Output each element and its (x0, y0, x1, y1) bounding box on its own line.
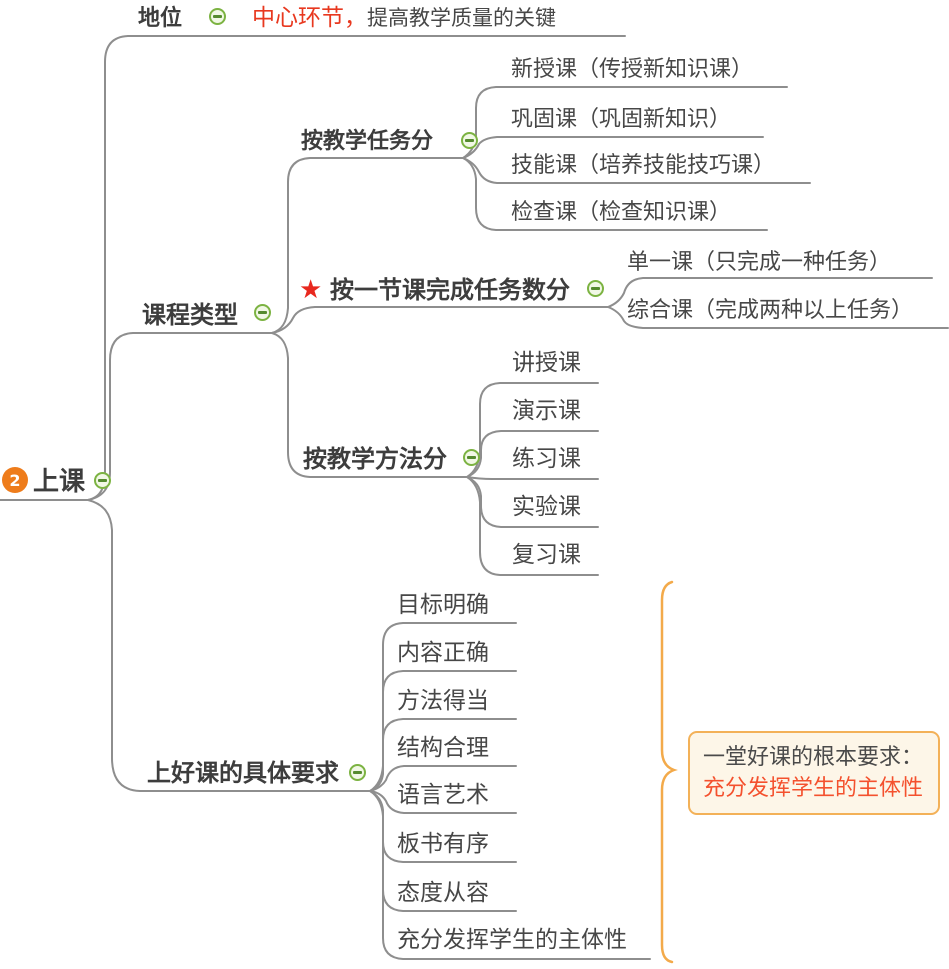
leaf-node[interactable]: 结构合理 (397, 735, 489, 761)
summary-note-highlight: 充分发挥学生的主体性 (703, 776, 924, 801)
collapse-icon[interactable] (254, 304, 271, 321)
node-position-value[interactable]: 中心环节，提高教学质量的关键 (252, 2, 556, 36)
leaf-node[interactable]: 方法得当 (397, 688, 489, 714)
leaf-node[interactable]: 目标明确 (397, 592, 489, 618)
leaf-node[interactable]: 讲授课 (512, 350, 581, 376)
node-requirements-label[interactable]: 上好课的具体要求 (147, 759, 339, 787)
leaf-node[interactable]: 复习课 (512, 542, 581, 568)
leaf-node[interactable]: 语言艺术 (397, 782, 489, 808)
root-node-label[interactable]: 上课 (33, 467, 86, 497)
leaf-node[interactable]: 板书有序 (397, 831, 489, 857)
leaf-node[interactable]: 内容正确 (397, 640, 489, 666)
leaf-node[interactable]: 综合课（完成两种以上任务） (627, 298, 914, 323)
leaf-node[interactable]: 态度从容 (397, 880, 489, 906)
collapse-icon[interactable] (349, 764, 366, 781)
collapse-icon[interactable] (461, 132, 478, 149)
leaf-node[interactable]: 技能课（培养技能技巧课） (511, 153, 776, 178)
collapse-icon[interactable] (209, 8, 226, 25)
leaf-node[interactable]: 演示课 (512, 398, 581, 424)
leaf-node[interactable]: 巩固课（巩固新知识） (511, 107, 732, 132)
position-rest-text: 提高教学质量的关键 (367, 6, 556, 30)
collapse-icon[interactable] (94, 472, 111, 489)
root-number-badge: 2 (2, 467, 28, 493)
leaf-node[interactable]: 新授课（传授新知识课） (511, 57, 754, 82)
summary-brace-icon (660, 580, 678, 964)
node-position-label[interactable]: 地位 (138, 6, 183, 31)
collapse-icon[interactable] (463, 449, 480, 466)
leaf-node[interactable]: 单一课（只完成一种任务） (627, 250, 892, 275)
leaf-node[interactable]: 实验课 (512, 494, 581, 520)
summary-note-box[interactable]: 一堂好课的根本要求： 充分发挥学生的主体性 (688, 731, 940, 815)
leaf-node[interactable]: 检查课（检查知识课） (511, 200, 732, 225)
node-by-method-label[interactable]: 按教学方法分 (303, 445, 447, 473)
collapse-icon[interactable] (587, 280, 604, 297)
summary-note-title: 一堂好课的根本要求： (703, 745, 924, 770)
star-icon: ★ (299, 275, 323, 305)
node-by-task-label[interactable]: 按教学任务分 (301, 129, 434, 154)
leaf-node[interactable]: 充分发挥学生的主体性 (397, 927, 627, 953)
node-course-types-label[interactable]: 课程类型 (142, 301, 238, 329)
node-by-task-count-label[interactable]: 按一节课完成任务数分 (330, 276, 570, 304)
position-highlight-text: 中心环节， (252, 5, 367, 31)
leaf-node[interactable]: 练习课 (512, 446, 581, 472)
